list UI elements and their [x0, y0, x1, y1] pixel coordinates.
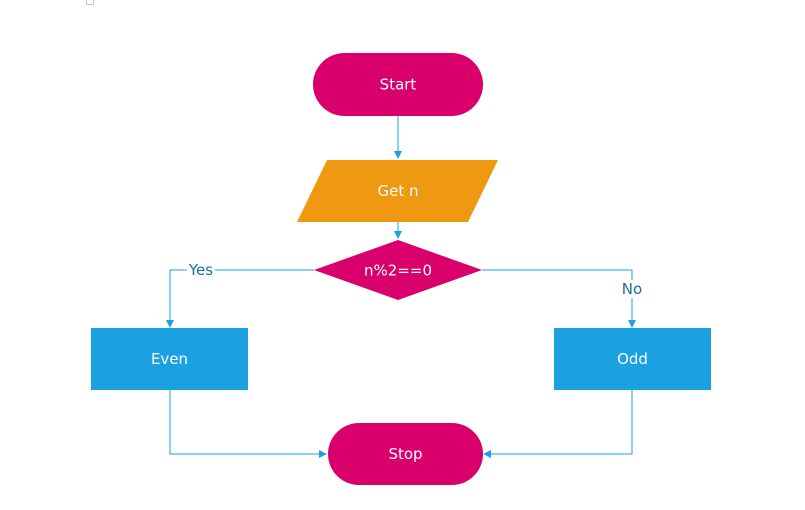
even-process-shape [91, 328, 248, 390]
node-start: Start [313, 53, 483, 116]
edge-odd-to-stop [483, 390, 633, 458]
input-label: Get n [377, 182, 418, 200]
node-input: Get n [297, 160, 498, 222]
edge-decision-to-even [166, 269, 314, 328]
no-label-bg [618, 280, 646, 298]
even-label: Even [151, 350, 188, 368]
stop-label: Stop [388, 445, 422, 463]
canvas-corner-marker [86, 0, 94, 5]
odd-label: Odd [617, 350, 648, 368]
start-terminal-shape [313, 53, 483, 116]
start-label: Start [380, 76, 417, 94]
edge-label-no: No [622, 280, 642, 298]
yes-label-bg [187, 261, 215, 279]
edge-decision-to-odd [482, 269, 636, 328]
edge-labels: Yes No [187, 261, 646, 298]
decision-label: n%2==0 [364, 262, 432, 280]
edge-even-to-stop [169, 390, 327, 458]
node-decision: n%2==0 [314, 240, 482, 300]
odd-process-shape [554, 328, 711, 390]
node-odd: Odd [554, 328, 711, 390]
edge-label-yes: Yes [188, 261, 213, 279]
input-parallelogram-shape [297, 160, 498, 222]
decision-diamond-shape [314, 240, 482, 300]
connectors [166, 116, 636, 458]
node-even: Even [91, 328, 248, 390]
stop-terminal-shape [328, 423, 483, 485]
node-stop: Stop [328, 423, 483, 485]
